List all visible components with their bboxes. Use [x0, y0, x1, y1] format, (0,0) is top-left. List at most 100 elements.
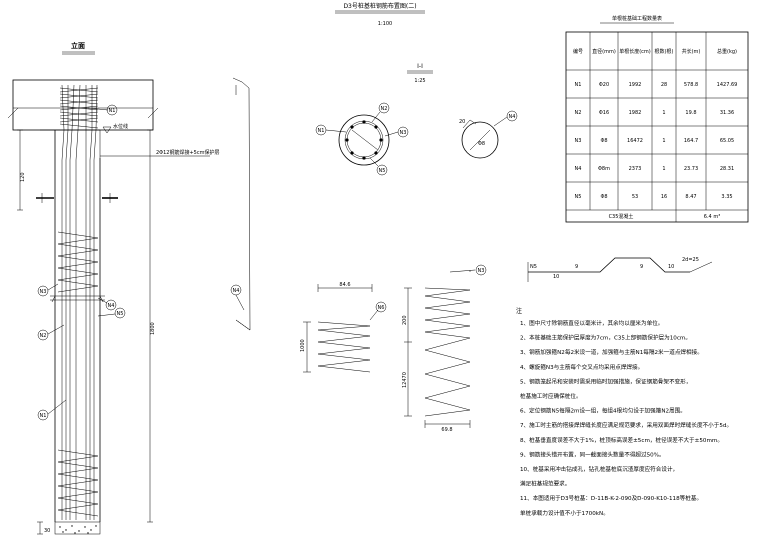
note-line: 1、图中尺寸除钢筋直径以毫米计，其余均以厘米为单位。	[520, 319, 663, 327]
table-cell: Φ8	[600, 138, 607, 144]
quantity-table: 单根桩基础工程数量表 编号直径(mm)单根长度(cm)根数(根)共长(m)总重(…	[565, 15, 749, 223]
height-dimension-right: 1800	[147, 129, 156, 523]
toe-dim-label: 30	[44, 528, 50, 534]
note-line: 3、钢筋加强箍N2每2米设一道，加强箍与主筋N1每隔2米一道点焊相接。	[520, 348, 703, 356]
note-line: 满足桩基规范要求。	[520, 480, 570, 488]
table-cell: 1	[662, 110, 665, 116]
table-grid	[566, 32, 748, 222]
spiral-b-height-dims: 200 12470	[402, 287, 412, 417]
toe-dimension: 30	[37, 521, 50, 535]
section-rebar-dots	[345, 120, 383, 160]
svg-text:N1: N1	[40, 413, 47, 419]
table-header-cell: 总重(kg)	[717, 48, 737, 55]
note-line: 9、钢筋接头错开布置，同一截面接头数量不得超过50%。	[520, 450, 665, 458]
table-cell: 19.8	[685, 110, 696, 116]
table-header-cell: 直径(mm)	[592, 48, 616, 55]
callout-n1-top: N1	[87, 104, 118, 116]
note-line: 7、施工时主筋的搭接焊焊缝长度应满足规范要求，采用双面焊时焊缝长度不小于5d。	[520, 421, 732, 429]
bent-bar-detail: 2d=25 N5 9 9 10 10	[527, 257, 713, 282]
elevation-view: 立面 水位线	[7, 41, 219, 535]
table-cell: 3.35	[721, 194, 732, 200]
table-footer-material: C35混凝土	[609, 213, 634, 220]
table-cell: 1982	[629, 110, 642, 116]
spiral-zone-lower	[57, 449, 99, 517]
spiral-a-callout	[375, 301, 387, 313]
table-cell: 28	[661, 82, 667, 88]
table-cell: N1	[575, 82, 582, 88]
pile-break-ticks	[51, 295, 104, 303]
table-cell: N4	[575, 166, 582, 172]
svg-text:N1: N1	[109, 108, 116, 114]
spiral-zone-upper	[57, 231, 99, 293]
table-header-cell: 编号	[573, 48, 583, 55]
callout-n3: N3	[37, 283, 59, 297]
notes-title: 注	[516, 307, 522, 315]
section-view: I-I 1:25 N1 N2	[315, 63, 433, 176]
drawing-header: D3号桩基桩钢筋布置图(二) 1:100	[335, 2, 425, 27]
notes-block: 注 1、图中尺寸除钢筋直径以毫米计，其余均以厘米为单位。 2、本桩基础主筋保护层厚…	[516, 307, 732, 517]
table-cell: N2	[575, 110, 582, 116]
spiral-a-width-dim: 84.6	[317, 282, 373, 292]
water-level-icon	[102, 126, 112, 134]
callout-n1-lower: N1	[37, 399, 67, 421]
svg-text:N3: N3	[400, 130, 407, 136]
table-cell: 65.05	[720, 138, 734, 144]
height-dim-total: 1800	[150, 322, 156, 335]
svg-text:N3: N3	[40, 289, 47, 295]
spiral-a-coil	[317, 321, 371, 373]
callout-n2: N2	[37, 324, 65, 341]
svg-text:200: 200	[402, 315, 408, 325]
svg-text:N5: N5	[530, 264, 537, 270]
svg-text:N4: N4	[233, 288, 240, 294]
note-line: 桩基施工时应确保桩位。	[520, 392, 582, 400]
table-cell: 1	[662, 138, 665, 144]
table-cell: 31.36	[720, 110, 734, 116]
svg-text:N4: N4	[509, 114, 516, 120]
table-footer-volume: 6.4 m³	[704, 214, 720, 220]
table-header-cell: 单根长度(cm)	[619, 48, 651, 55]
section-scale: 1:25	[414, 78, 425, 84]
cap-spiral	[59, 87, 99, 129]
note-line: 8、桩基垂直度误差不大于1%，桩顶标高误差±5cm，桩径误差不大于±50mm。	[520, 436, 723, 444]
table-cell: Φ20	[599, 82, 609, 88]
table-cell: 2373	[629, 166, 642, 172]
note-line: 2、本桩基础主筋保护层厚度为7cm，C35上部钢筋保护层为10cm。	[520, 334, 691, 342]
svg-text:N4: N4	[108, 303, 115, 309]
section-outer-circle	[338, 114, 390, 166]
note-line: 10、桩基采用冲击钻成孔，钻孔桩基桩底沉渣厚度应符合设计，	[520, 465, 678, 473]
section-callout-n5: N5	[369, 157, 388, 176]
water-level-label: 水位线	[113, 123, 128, 130]
callout-n4: N4	[97, 297, 117, 311]
spiral-a-height: 1000	[300, 339, 306, 352]
sediment-hatch	[59, 525, 97, 534]
svg-text:N1: N1	[318, 128, 325, 134]
bent-seg-d: 10	[553, 274, 559, 280]
spiral-b-width-dim: 69.8	[424, 420, 471, 433]
svg-text:N3: N3	[478, 268, 485, 274]
n4-ring-detail: Φ8 20 N4	[459, 110, 518, 159]
spiral-b-coil	[424, 287, 471, 417]
table-header-cell: 根数(根)	[655, 48, 674, 55]
spiral-detail-a: 84.6 1000 N6	[300, 282, 387, 373]
drawing-title: D3号桩基桩钢筋布置图(二)	[343, 2, 416, 10]
spiral-b-callout	[475, 264, 487, 276]
bar-detail-n4: N4	[230, 77, 251, 331]
svg-text:12470: 12470	[402, 372, 408, 388]
table-cell: 1	[662, 166, 665, 172]
svg-text:69.8: 69.8	[441, 427, 452, 433]
pile-toe-sediment	[54, 521, 101, 535]
note-line: 6、定位钢筋N5每隔2m设一组，每组4根均匀设于加强箍N2周围。	[520, 407, 686, 415]
table-cell: 578.8	[684, 82, 698, 88]
ring-diameter-label: Φ8	[478, 141, 485, 147]
ring-dim: 20	[459, 119, 465, 125]
note-line: 11、本图适用于D3号桩基：D-11B-K-2-090及D-090-K10-11…	[520, 494, 702, 502]
table-cell: Φ8	[600, 194, 607, 200]
note-line: 5、钢筋笼起吊和安装时需采用临时加强措施，保证钢筋骨架不变形，	[520, 377, 691, 385]
main-bars	[61, 84, 98, 520]
section-callout-n3: N3	[384, 126, 409, 138]
spiral-a-width: 84.6	[339, 282, 350, 288]
drawing-scale: 1:100	[378, 21, 392, 27]
notes-list: 1、图中尺寸除钢筋直径以毫米计，其余均以厘米为单位。 2、本桩基础主筋保护层厚度为…	[520, 319, 732, 517]
